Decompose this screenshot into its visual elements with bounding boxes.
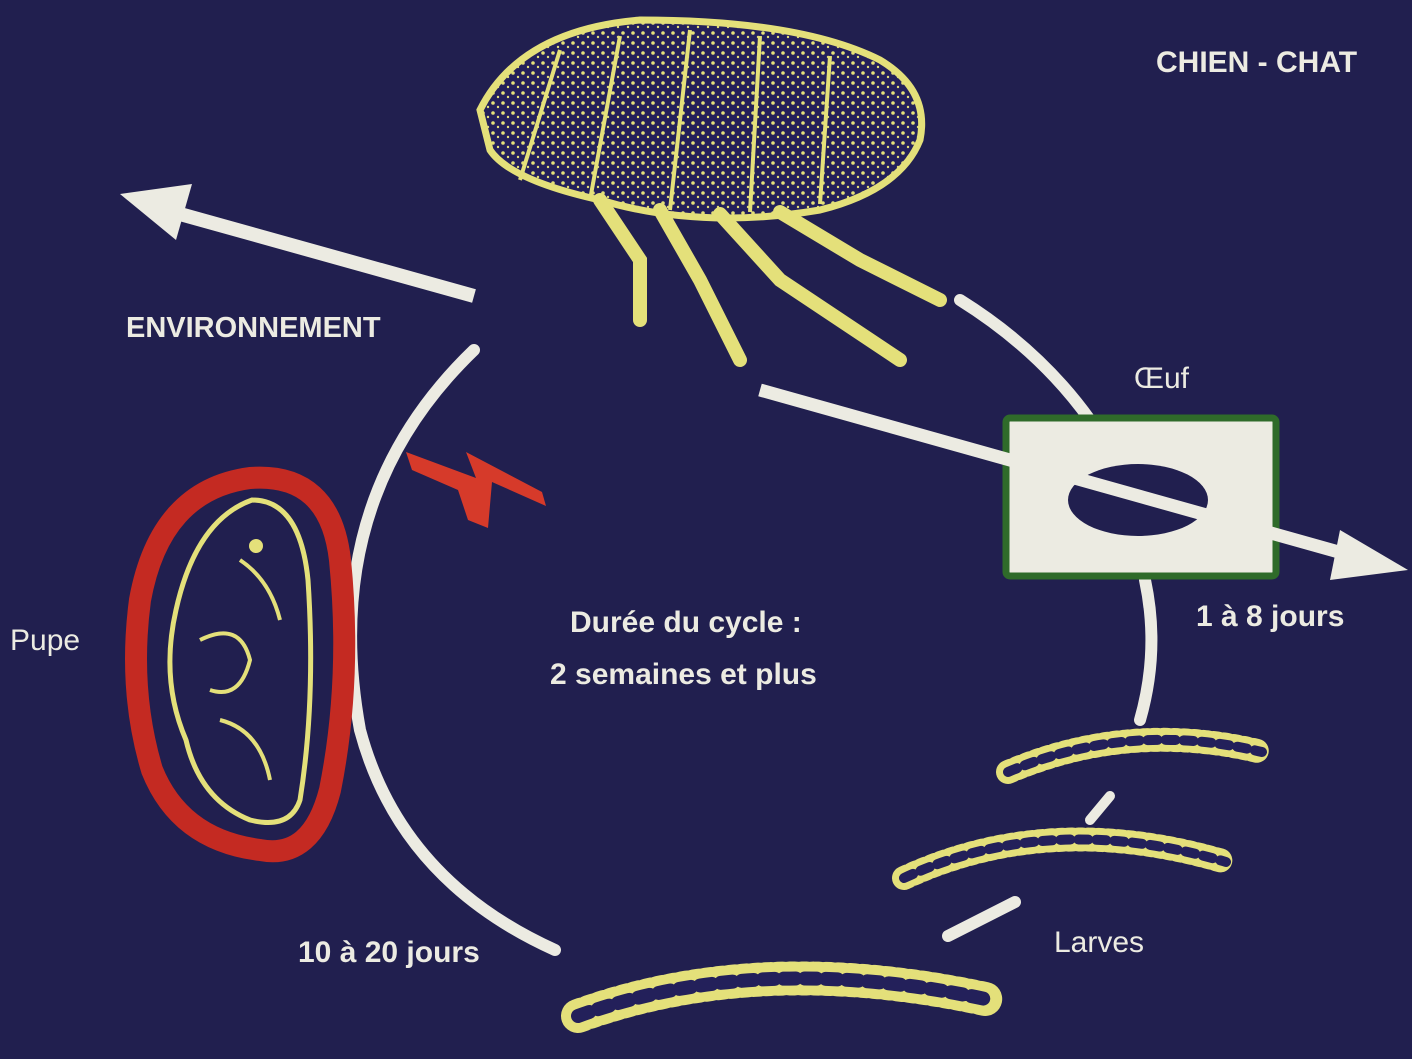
larva-icon [904,839,1226,878]
pupa-label: Pupe [10,624,80,658]
cycle-duration-line2: 2 semaines et plus [550,658,817,692]
cycle-arc-small-dash [1090,796,1110,820]
environment-label: ENVIRONNEMENT [126,312,381,345]
cycle-duration-line1: Durée du cycle : [570,606,802,640]
cycle-arc-right-mid [1140,580,1151,720]
arrow-to-environment [120,184,474,296]
cycle-arc-right-low [948,902,1015,936]
pupa-icon [136,478,344,852]
host-label: CHIEN - CHAT [1156,46,1357,80]
larva-icon [578,978,990,1016]
larva-icon [1008,740,1262,772]
egg-duration-label: 1 à 8 jours [1196,600,1344,634]
egg-label: Œuf [1134,362,1189,396]
cycle-arc-right-top [960,300,1090,420]
larvae-label: Larves [1054,926,1144,960]
pupa-duration-label: 10 à 20 jours [298,936,480,970]
cycle-arc-left [351,350,555,950]
flea-icon [480,20,940,360]
lightning-icon [406,452,546,528]
